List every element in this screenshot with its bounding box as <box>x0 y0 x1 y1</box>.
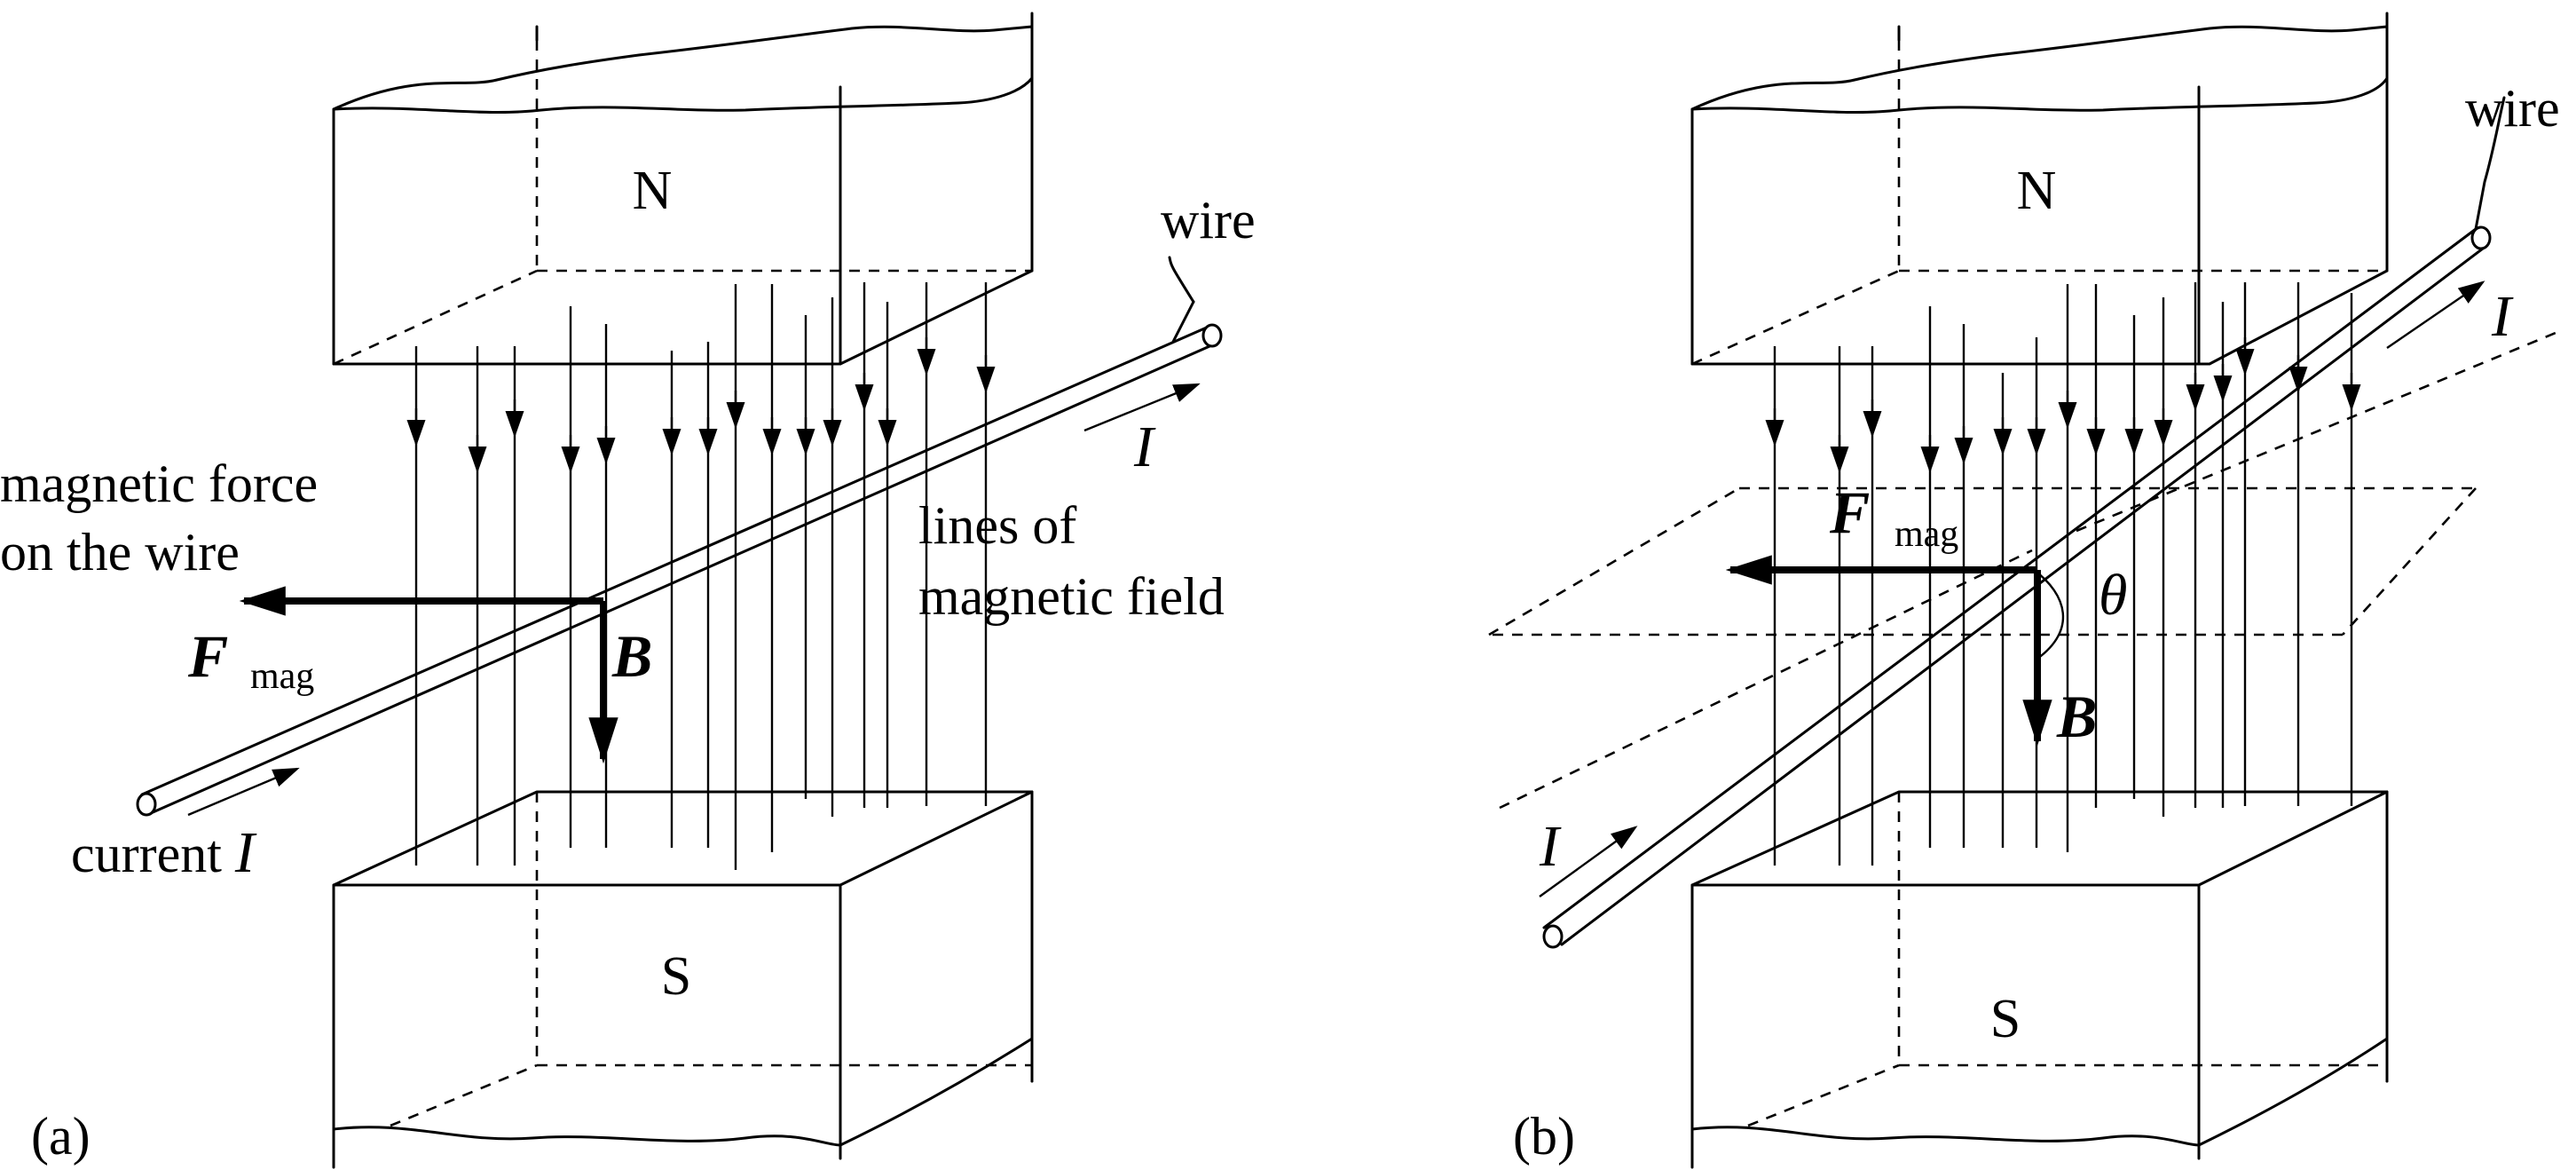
field-lines-caption-a-line1: lines of <box>918 496 1076 555</box>
north-label-b: N <box>2017 161 2057 221</box>
force-caption-a-line2: on the wire <box>0 523 240 581</box>
current-symbol-a: I <box>1133 415 1156 479</box>
current-symbol-b-top: I <box>2491 284 2514 349</box>
angle-symbol-b: θ <box>2099 563 2127 628</box>
south-magnet-b <box>1690 790 2389 1169</box>
current-label-a: current I <box>71 820 257 885</box>
panel-a: N S wire I current I magnetic force on t… <box>0 12 1256 1169</box>
tilted-plane-b <box>1499 331 2556 810</box>
panel-tag-b: (b) <box>1513 1107 1575 1166</box>
field-symbol-a: B <box>611 622 652 690</box>
field-lines-b <box>1765 282 2361 866</box>
force-subscript-b: mag <box>1895 514 1958 555</box>
field-lines-a <box>406 282 996 870</box>
force-symbol-a: F <box>187 622 228 690</box>
field-lines-caption-a-line2: magnetic field <box>918 567 1225 626</box>
current-arrow-a-bottom <box>187 767 300 817</box>
force-subscript-a: mag <box>250 656 314 697</box>
south-label-a: S <box>661 946 691 1007</box>
current-arrow-b-bottom <box>1539 826 1638 897</box>
wire-b <box>1542 96 2506 949</box>
horizontal-plane-b <box>1488 486 2477 636</box>
panel-b: N S wire I I F mag B θ (b) <box>1488 12 2560 1169</box>
force-caption-a-line1: magnetic force <box>0 455 318 513</box>
current-arrow-b-top <box>2386 281 2485 349</box>
south-magnet-a <box>332 790 1034 1169</box>
angle-arc-b <box>2033 569 2064 660</box>
panel-tag-a: (a) <box>31 1107 91 1166</box>
wire-label-a: wire <box>1161 191 1256 249</box>
field-symbol-b: B <box>2056 683 2097 750</box>
current-arrow-a-top <box>1083 383 1201 432</box>
north-label-a: N <box>633 161 673 221</box>
current-symbol-b-bottom: I <box>1539 814 1562 879</box>
north-magnet-a <box>332 12 1034 366</box>
wire-label-b: wire <box>2465 79 2560 138</box>
wire-a <box>136 256 1223 817</box>
north-magnet-b <box>1690 12 2389 366</box>
south-label-b: S <box>1990 989 2021 1049</box>
force-symbol-b: F <box>1829 478 1870 546</box>
